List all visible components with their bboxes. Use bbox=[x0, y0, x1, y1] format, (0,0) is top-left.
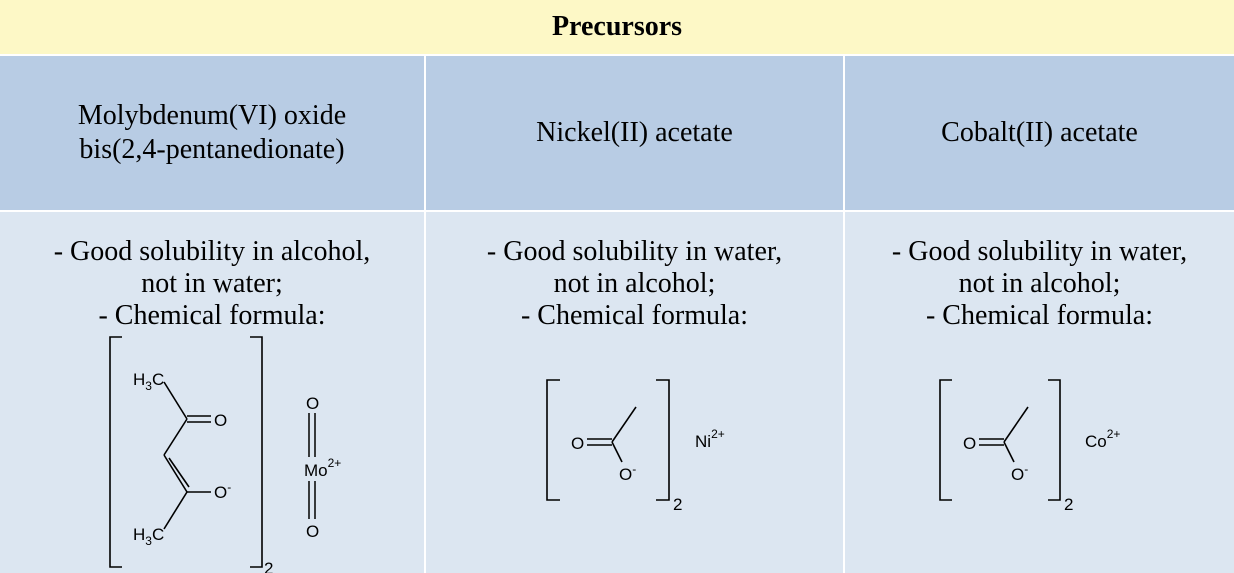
right-bracket bbox=[1048, 379, 1061, 501]
cobalt-formula: O O- 2 Co2+ bbox=[939, 379, 1120, 514]
description-molybdenum: - Good solubility in alcohol, not in wat… bbox=[0, 236, 424, 332]
nickel-ion-label: Ni2+ bbox=[695, 427, 725, 451]
header-cobalt: Cobalt(II) acetate bbox=[845, 56, 1234, 212]
cell-cobalt: - Good solubility in water, not in alcoh… bbox=[845, 212, 1234, 573]
body-row: - Good solubility in alcohol, not in wat… bbox=[0, 212, 1234, 573]
nickel-formula: O O- 2 Ni2+ bbox=[546, 379, 725, 514]
molybdenum-formula: H3C O O- H3C 2 O Mo2+ O bbox=[109, 336, 341, 573]
cell-nickel: - Good solubility in water, not in alcoh… bbox=[426, 212, 845, 573]
description-cobalt: - Good solubility in water, not in alcoh… bbox=[845, 236, 1234, 332]
cell-molybdenum: - Good solubility in alcohol, not in wat… bbox=[0, 212, 426, 573]
oxygen-anion-label: O- bbox=[214, 480, 231, 502]
bracket-subscript: 2 bbox=[673, 495, 682, 514]
description-nickel: - Good solubility in water, not in alcoh… bbox=[426, 236, 843, 332]
oxygen-anion-label: O- bbox=[1011, 462, 1028, 484]
description-line: not in alcohol; bbox=[958, 268, 1121, 299]
left-bracket bbox=[939, 379, 952, 501]
oxygen-double-label: O bbox=[963, 434, 976, 453]
description-line: - Good solubility in water, bbox=[891, 236, 1188, 267]
bracket-subscript: 2 bbox=[1064, 495, 1073, 514]
header-molybdenum: Molybdenum(VI) oxide bis(2,4-pentanedion… bbox=[0, 56, 426, 212]
description-line: - Chemical formula: bbox=[520, 300, 749, 331]
bracket-subscript: 2 bbox=[264, 559, 273, 573]
methyl-label-bottom: H3C bbox=[133, 525, 164, 548]
oxygen-anion-label: O- bbox=[619, 462, 636, 484]
description-line: - Good solubility in water, bbox=[486, 236, 783, 267]
oxygen-double-label: O bbox=[214, 411, 227, 430]
header-row: Molybdenum(VI) oxide bis(2,4-pentanedion… bbox=[0, 56, 1234, 212]
table-title: Precursors bbox=[0, 0, 1234, 56]
left-bracket bbox=[109, 336, 122, 568]
header-nickel: Nickel(II) acetate bbox=[426, 56, 845, 212]
molybdenum-ion-label: Mo2+ bbox=[304, 456, 341, 480]
mo-oxygen-top: O bbox=[306, 394, 319, 413]
description-line: not in water; bbox=[141, 268, 283, 299]
mo-oxygen-bottom: O bbox=[306, 522, 319, 541]
description-line: - Good solubility in alcohol, bbox=[53, 236, 371, 267]
cobalt-ion-label: Co2+ bbox=[1085, 427, 1120, 451]
right-bracket bbox=[656, 379, 670, 501]
oxygen-double-label: O bbox=[571, 434, 584, 453]
description-line: - Chemical formula: bbox=[98, 300, 326, 331]
description-line: - Chemical formula: bbox=[925, 300, 1154, 331]
methyl-label-top: H3C bbox=[133, 370, 164, 393]
right-bracket bbox=[250, 336, 263, 568]
left-bracket bbox=[546, 379, 560, 501]
description-line: not in alcohol; bbox=[553, 268, 716, 299]
